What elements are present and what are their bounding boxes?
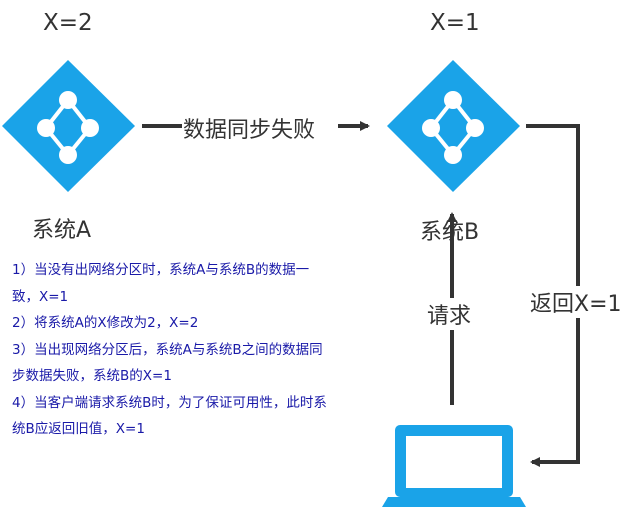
note-line: 步数据失败，系统B的X=1 [12, 368, 172, 384]
system-a-node-icon [2, 60, 135, 192]
system-a-label: 系统A [32, 218, 92, 243]
system-b-x-value: X=1 [430, 10, 480, 36]
return-label: 返回X=1 [530, 286, 622, 318]
note-line: 致，X=1 [12, 288, 69, 305]
sync-failed-label: 数据同步失败 [183, 118, 316, 143]
system-b-node-icon [387, 60, 520, 192]
system-b-label: 系统B [420, 220, 480, 245]
note-line: 2）将系统A的X修改为2，X=2 [12, 315, 199, 331]
notes-block: 1）当没有出网络分区时，系统A与系统B的数据一 致，X=1 2）将系统A的X修改… [12, 257, 402, 443]
request-label: 请求 [427, 298, 472, 330]
note-line: 3）当出现网络分区后，系统A与系统B之间的数据同 [12, 341, 323, 358]
system-a-x-value: X=2 [43, 10, 93, 36]
laptop-icon [382, 425, 526, 507]
note-line: 1）当没有出网络分区时，系统A与系统B的数据一 [12, 262, 310, 278]
note-line: 4）当客户端请求系统B时，为了保证可用性，此时系 [12, 394, 327, 411]
note-line: 统B应返回旧值，X=1 [12, 421, 145, 437]
